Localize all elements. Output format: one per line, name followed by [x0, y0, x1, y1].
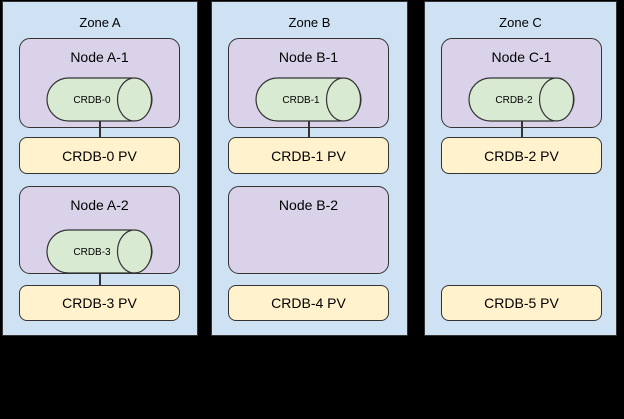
crdb-1-pv-connector-line [308, 121, 310, 137]
crdb-1-label: CRDB-1 [282, 95, 320, 106]
crdb-0-pv-connector-line [99, 121, 101, 137]
node-a-1-title: Node A-1 [70, 49, 129, 65]
node-a-1: Node A-1 CRDB-0 [19, 38, 180, 128]
node-a-2: Node A-2 CRDB-3 [19, 186, 180, 274]
crdb-0-pv-box: CRDB-0 PV [19, 137, 180, 174]
node-b-2-title: Node B-2 [278, 197, 339, 213]
node-a-2-title: Node A-2 [70, 197, 129, 213]
zone-c: Zone C Node C-1 CRDB-2 CRDB-2 PV CRDB-5 … [424, 1, 617, 336]
node-b-1: Node B-1 CRDB-1 [228, 38, 389, 128]
crdb-2-pv-label: CRDB-2 PV [484, 147, 559, 164]
crdb-4-pv-label: CRDB-4 PV [271, 295, 346, 311]
node-b-1-title: Node B-1 [278, 49, 339, 65]
crdb-2-cylinder-icon: CRDB-2 [468, 77, 575, 122]
crdb-1-pv-label: CRDB-1 PV [271, 147, 346, 164]
crdb-1-pv-box: CRDB-1 PV [228, 137, 389, 174]
crdb-3-pv-label: CRDB-3 PV [62, 295, 137, 311]
crdb-1-cylinder-icon: CRDB-1 [255, 77, 362, 122]
node-c-1: Node C-1 CRDB-2 [441, 38, 602, 128]
crdb-2-pv-box: CRDB-2 PV [441, 137, 602, 174]
crdb-2-pv-connector-line [521, 121, 523, 137]
crdb-5-pv-label: CRDB-5 PV [484, 295, 559, 311]
crdb-5-pv-box: CRDB-5 PV [441, 285, 602, 321]
crdb-3-cylinder-icon: CRDB-3 [46, 229, 153, 274]
crdb-4-pv-box: CRDB-4 PV [228, 285, 389, 321]
zone-a: Zone A Node A-1 CRDB-0 CRDB-0 PV Node A-… [2, 1, 198, 336]
node-b-2: Node B-2 [228, 186, 389, 274]
crdb-2-label: CRDB-2 [495, 95, 533, 106]
zone-b: Zone B Node B-1 CRDB-1 CRDB-1 PV Node B-… [211, 1, 408, 336]
zone-b-title: Zone B [288, 15, 331, 30]
zone-c-title: Zone C [499, 15, 542, 30]
crdb-3-pv-connector-line [99, 273, 101, 285]
zone-a-title: Zone A [79, 15, 121, 30]
crdb-0-label: CRDB-0 [73, 95, 111, 106]
crdb-0-cylinder-icon: CRDB-0 [46, 77, 153, 122]
crdb-3-label: CRDB-3 [73, 247, 111, 258]
crdb-3-pv-box: CRDB-3 PV [19, 285, 180, 321]
crdb-0-pv-label: CRDB-0 PV [62, 147, 137, 164]
node-c-1-title: Node C-1 [491, 49, 552, 65]
